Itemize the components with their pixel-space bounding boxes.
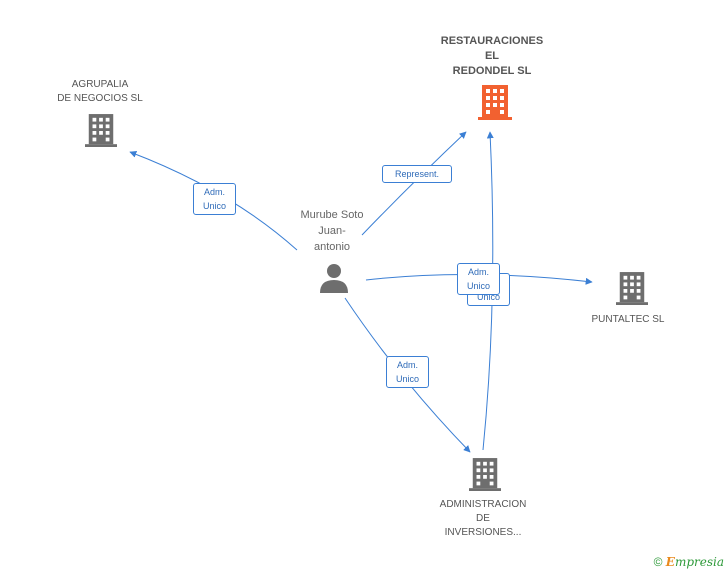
label-line: RESTAURACIONES — [440, 35, 544, 47]
label-line: PUNTALTEC SL — [591, 314, 665, 325]
building-icon[interactable] — [469, 458, 501, 492]
label-line: Juan- — [318, 225, 346, 237]
label-line: Represent. — [394, 169, 440, 179]
copyright-symbol: © — [653, 555, 663, 569]
edge-person-restauraciones — [361, 131, 467, 236]
label-line: Unico — [466, 281, 490, 291]
node-label-person: Murube Soto Juan- antonio — [282, 207, 382, 255]
label-line: antonio — [313, 241, 351, 253]
building-icon[interactable] — [478, 85, 512, 121]
label-line: EL — [484, 50, 500, 62]
node-label-restauraciones: RESTAURACIONES EL REDONDEL SL — [432, 34, 552, 79]
label-line: Adm. — [467, 267, 489, 277]
label-line: DE NEGOCIOS SL — [57, 93, 143, 104]
label-line: DE — [476, 513, 490, 524]
edge-label-adm-administracion[interactable]: Adm. Unico — [386, 356, 429, 388]
brand-name: mpresia — [674, 555, 724, 569]
building-icon[interactable] — [616, 272, 648, 306]
label-line: AGRUPALIA — [71, 79, 129, 90]
edge-label-adm-puntaltec[interactable]: Adm. Unico — [457, 263, 500, 295]
node-label-puntaltec: PUNTALTEC SL — [578, 313, 678, 327]
brand-footer: © Empresia — [654, 555, 724, 569]
label-line: ADMINISTRACION — [439, 499, 527, 510]
edge-label-adm-agrupalia[interactable]: Adm. Unico — [193, 183, 236, 215]
person-icon[interactable] — [318, 262, 350, 294]
node-label-administracion: ADMINISTRACION DE INVERSIONES... — [425, 498, 541, 540]
building-icon[interactable] — [85, 114, 117, 148]
label-line: Unico — [202, 201, 226, 211]
brand-initial: E — [665, 555, 675, 569]
edge-label-represent[interactable]: Represent. — [382, 165, 452, 183]
label-line: Unico — [395, 374, 419, 384]
label-line: REDONDEL SL — [452, 65, 532, 77]
label-line: Murube Soto — [300, 209, 364, 221]
brand-logo[interactable]: Empresia — [666, 555, 724, 569]
label-line: INVERSIONES... — [444, 527, 522, 538]
node-label-agrupalia: AGRUPALIA DE NEGOCIOS SL — [40, 78, 160, 106]
label-line: Adm. — [396, 360, 418, 370]
label-line: Adm. — [203, 187, 225, 197]
label-line: Unico — [476, 292, 500, 302]
